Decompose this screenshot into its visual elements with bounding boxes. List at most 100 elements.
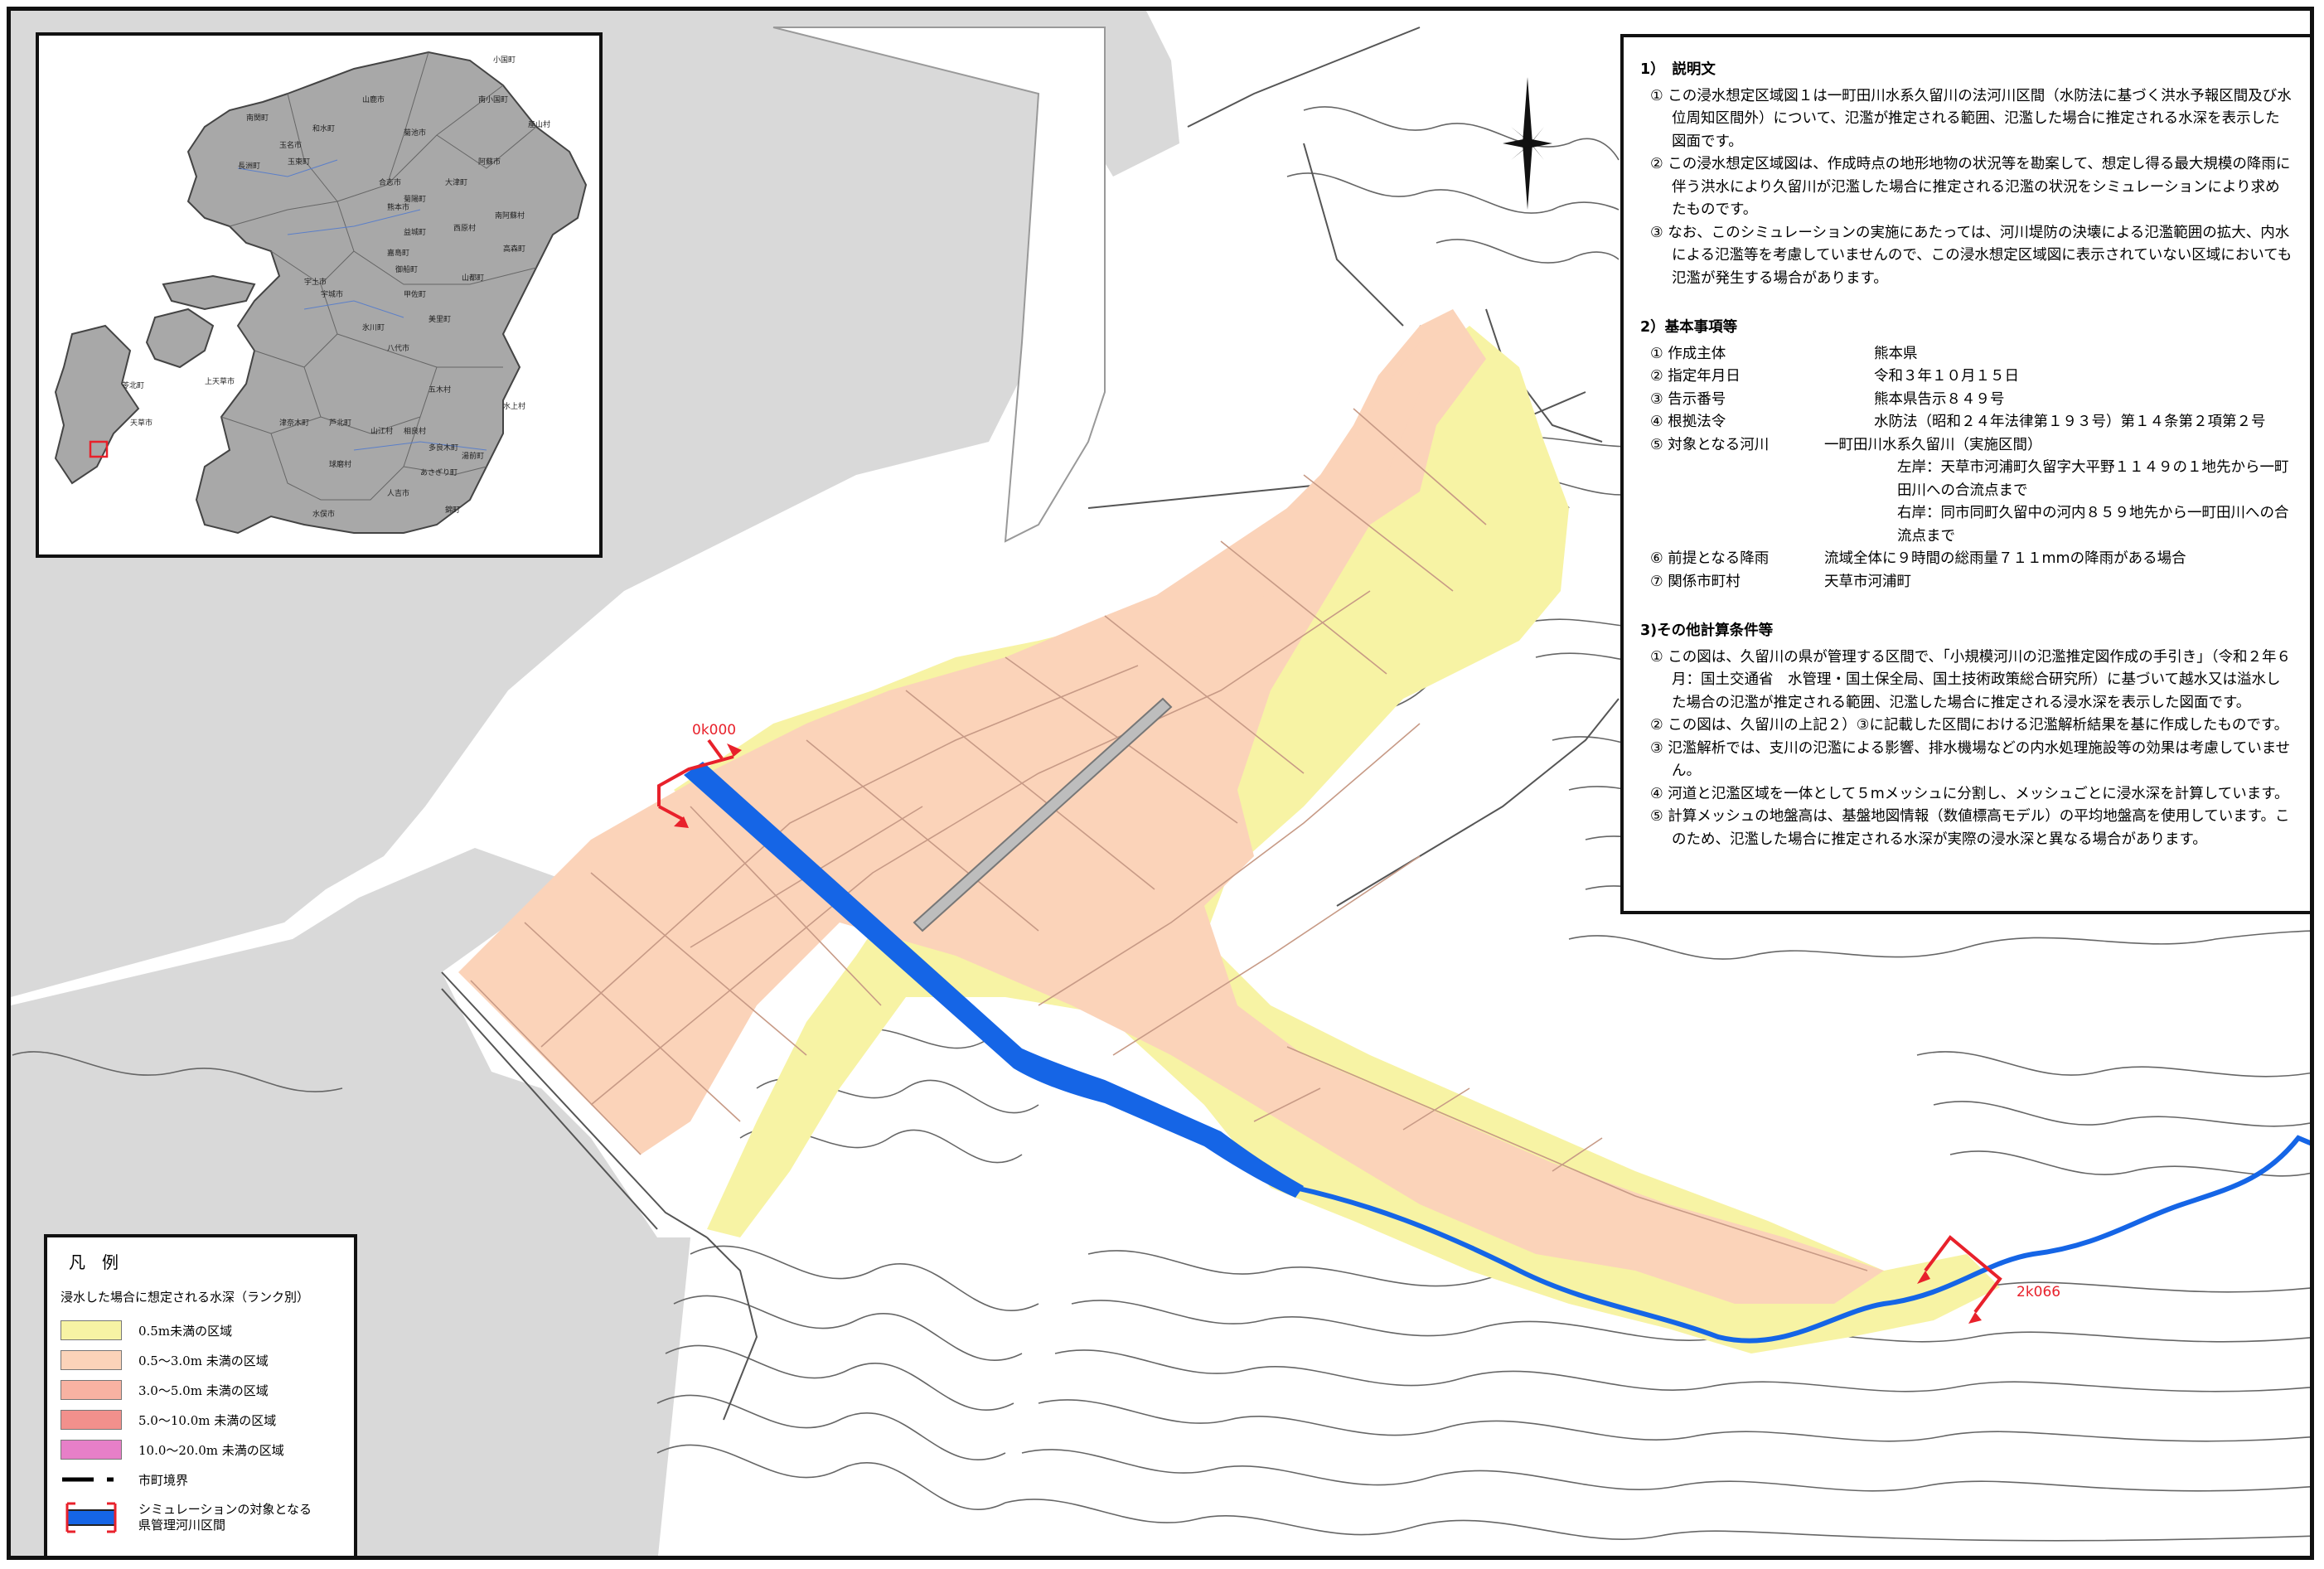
municipality-label: 西原村 bbox=[453, 225, 477, 233]
notes-section-3-item: ① この図は、久留川の県が管理する区間で、「小規模河川の氾濫推定図作成の手引き」… bbox=[1650, 648, 2292, 711]
legend-swatch bbox=[61, 1380, 122, 1400]
municipality-label: 御船町 bbox=[395, 266, 419, 274]
municipality-label: 芦北町 bbox=[329, 419, 352, 428]
municipality-label: 益城町 bbox=[404, 229, 427, 237]
inset-locator-map: 小国町南小国町産山村 山鹿市南関町和水町玉名市長洲町 玉東町 菊池市大津町 阿蘇市熊本市… bbox=[36, 32, 603, 558]
municipality-label: 玉東町 bbox=[288, 158, 311, 167]
notes-section-1-item: ① この浸水想定区域図１は一町田川水系久留川の法河川区間（水防法に基づく洪水予報… bbox=[1650, 87, 2292, 150]
notes-section-1-title: 1） 説明文 bbox=[1640, 61, 1716, 78]
municipality-label: 八代市 bbox=[387, 345, 410, 353]
municipality-label: 宇城市 bbox=[321, 291, 344, 299]
notes-section-3-item: ② この図は、久留川の上記２）③に記載した区間における氾濫解析結果を基に作成した… bbox=[1650, 717, 2289, 734]
legend-subtitle: 浸水した場合に想定される水深（ランク別） bbox=[61, 1290, 310, 1305]
notes-right-bank: 右岸：同市同町久留中の河内８５９地先から一町田川への合流点まで bbox=[1897, 505, 2289, 545]
municipality-label: 大津町 bbox=[445, 179, 468, 187]
notes-section-1-item: ③ なお、このシミュレーションの実施にあたっては、河川堤防の決壊による氾濫範囲の… bbox=[1650, 224, 2293, 287]
amakusa-islands bbox=[54, 324, 140, 485]
notes-section-2-title: 2）基本事項等 bbox=[1640, 319, 1738, 336]
municipality-label: 美里町 bbox=[428, 316, 452, 324]
explanation-panel: 1） 説明文 ① この浸水想定区域図１は一町田川水系久留川の法河川区間（水防法に… bbox=[1620, 34, 2310, 914]
municipality-label: 相良村 bbox=[404, 428, 427, 436]
municipality-label: 人吉市 bbox=[387, 490, 410, 498]
municipality-label: 嘉島町 bbox=[387, 249, 410, 258]
legend-item: 10.0～20.0m 未満の区域 bbox=[61, 1435, 354, 1465]
prefecture-shape bbox=[186, 51, 588, 535]
municipality-label: 南関町 bbox=[246, 114, 269, 123]
municipality-label: 多良木町 bbox=[428, 444, 459, 453]
depth-zone-0.5-3.0m-north bbox=[1138, 326, 1453, 641]
section-marker-start bbox=[657, 738, 734, 821]
legend-item-section: シミュレーションの対象となる県管理河川区間 bbox=[61, 1494, 354, 1541]
municipality-label: 阿蘇市 bbox=[478, 158, 501, 167]
legend-swatch bbox=[61, 1440, 122, 1460]
notes-section-3-item: ③ 氾濫解析では、支川の氾濫による影響、排水機場などの内水処理施設等の効果は考慮… bbox=[1650, 739, 2291, 780]
notes-section-1-item: ② この浸水想定区域図は、作成時点の地形地物の状況等を勘案して、想定し得る最大規… bbox=[1650, 156, 2291, 218]
notes-section-3-item: ④ 河道と氾濫区域を一体として５mメッシュに分割し、メッシュごとに浸水深を計算し… bbox=[1650, 785, 2289, 802]
municipality-label: 苓北町 bbox=[122, 382, 145, 390]
municipality-label: 水俣市 bbox=[312, 511, 336, 519]
notes-row: ⑥ 前提となる降雨流域全体に９時間の総雨量７１１mmの降雨がある場合 bbox=[1650, 550, 2186, 567]
municipality-label: 甲佐町 bbox=[404, 291, 427, 299]
municipality-label: 水上村 bbox=[503, 403, 526, 411]
municipality-label: 和水町 bbox=[312, 125, 336, 133]
managed-section-icon bbox=[65, 1502, 117, 1533]
harbour-channel bbox=[1088, 11, 1179, 177]
boundary-line-icon bbox=[62, 1477, 114, 1482]
notes-section-3-title: 3)その他計算条件等 bbox=[1640, 622, 1774, 639]
location-highlight bbox=[89, 440, 109, 458]
municipality-label: 長洲町 bbox=[238, 162, 261, 171]
legend-swatch bbox=[61, 1320, 122, 1340]
municipality-label: 熊本市 bbox=[387, 204, 410, 212]
marker-arrow-start-2 bbox=[727, 743, 742, 757]
municipality-label: 南小国町 bbox=[478, 96, 509, 104]
notes-row: ⑦ 関係市町村天草市河浦町 bbox=[1650, 573, 1911, 590]
legend-item: 3.0～5.0m 未満の区域 bbox=[61, 1375, 354, 1405]
marker-label-end: 2k066 bbox=[2017, 1284, 2061, 1300]
legend-item: 5.0～10.0m 未満の区域 bbox=[61, 1405, 354, 1435]
marker-arrow-start-1 bbox=[674, 816, 689, 828]
municipality-label: あさぎり町 bbox=[420, 469, 458, 477]
municipality-label: 山江村 bbox=[370, 428, 394, 436]
municipality-label: 玉名市 bbox=[279, 142, 303, 150]
municipality-label: 津奈木町 bbox=[279, 419, 310, 428]
section-marker-end bbox=[1924, 1235, 2002, 1314]
municipality-label: 山鹿市 bbox=[362, 96, 385, 104]
municipality-label: 湯前町 bbox=[462, 453, 485, 461]
municipality-label: 小国町 bbox=[493, 56, 516, 65]
river-managed-section bbox=[684, 762, 1304, 1198]
river-upstream bbox=[1295, 1135, 2310, 1344]
legend-title: 凡 例 bbox=[69, 1252, 119, 1272]
field-grid bbox=[470, 408, 1868, 1271]
municipality-label: 錦町 bbox=[445, 506, 461, 515]
notes-left-bank: 左岸：天草市河浦町久留字大平野１１４９の１地先から一町田川への合流点まで bbox=[1897, 459, 2289, 499]
marker-arrow-end-1 bbox=[1917, 1271, 1930, 1284]
marker-label-start: 0k000 bbox=[692, 722, 737, 738]
legend-item-boundary: 市町境界 bbox=[61, 1465, 354, 1494]
prefecture-map bbox=[54, 51, 588, 535]
municipality-label: 氷川町 bbox=[362, 324, 385, 332]
municipality-label: 南阿蘇村 bbox=[495, 212, 525, 220]
notes-section-3-item: ⑤ 計算メッシュの地盤高は、基盤地図情報（数値標高モデル）の平均地盤高を使用して… bbox=[1650, 808, 2290, 848]
notes-row: ⑤ 対象となる河川一町田川水系久留川（実施区間） bbox=[1650, 436, 2042, 453]
notes-row: ① 作成主体熊本県 bbox=[1650, 345, 1918, 362]
municipal-boundaries bbox=[220, 51, 537, 501]
municipal-rivers bbox=[237, 159, 487, 451]
notes-row: ② 指定年月日令和３年１０月１５日 bbox=[1650, 368, 2019, 385]
municipality-label: 宇土市 bbox=[304, 278, 327, 287]
municipality-label: 菊池市 bbox=[404, 129, 427, 138]
north-arrow-icon bbox=[1503, 77, 1552, 210]
municipality-label: 上天草市 bbox=[205, 378, 235, 386]
municipality-label: 菊陽町 bbox=[404, 196, 427, 204]
municipality-label: 五木村 bbox=[428, 386, 452, 395]
municipality-labels: 小国町南小国町産山村 山鹿市南関町和水町玉名市長洲町 玉東町 菊池市大津町 阿蘇市熊本市… bbox=[39, 36, 599, 554]
legend-item: 0.5～3.0m 未満の区域 bbox=[61, 1345, 354, 1375]
legend-swatch bbox=[61, 1350, 122, 1370]
kamiamakusa-islands bbox=[145, 308, 215, 369]
municipality-label: 山都町 bbox=[462, 274, 485, 283]
pier bbox=[913, 697, 1173, 932]
municipality-label: 天草市 bbox=[130, 419, 153, 428]
legend: 凡 例 浸水した場合に想定される水深（ランク別） 0.5m未満の区域 0.5～3… bbox=[44, 1234, 357, 1556]
depth-zone-0.5-3.0m bbox=[458, 309, 1884, 1304]
municipality-label: 産山村 bbox=[528, 121, 551, 129]
municipality-label: 球磨村 bbox=[329, 461, 352, 469]
